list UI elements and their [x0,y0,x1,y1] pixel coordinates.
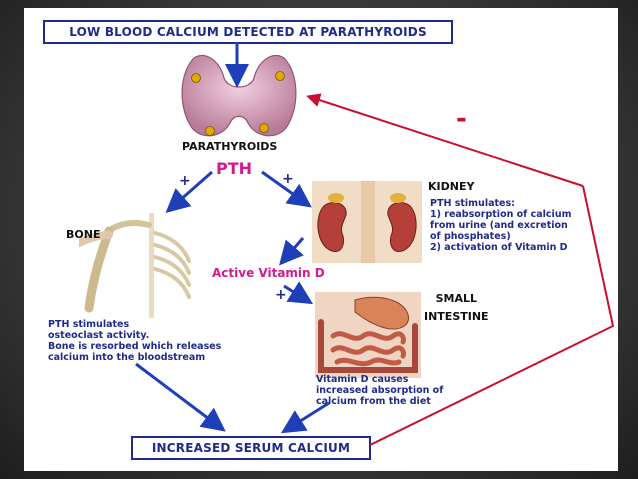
title-box: LOW BLOOD CALCIUM DETECTED AT PARATHYROI… [43,20,453,44]
bone-text-line: PTH stimulates [48,319,130,330]
kidney-text-line: 1) reabsorption of calcium [430,209,572,220]
arrow-vitamin-to-intestine [283,281,314,305]
feedback-line [369,185,615,446]
bone-text-line: calcium into the bloodstream [48,352,206,363]
bone-label: BONE [66,228,101,241]
kidney-image [312,181,422,263]
small-intestine-label-line1: SMALL [435,292,477,305]
negative-feedback-sign: - [456,104,467,134]
arrows-layer [135,42,615,446]
active-vitamin-d-label: Active Vitamin D [212,266,325,280]
bone-description: PTH stimulates osteoclast activity. Bone… [48,319,221,363]
plus-sign-bone: + [179,173,191,189]
kidney-text-line: from urine (and excretion [430,220,568,231]
diagram-slide: LOW BLOOD CALCIUM DETECTED AT PARATHYROI… [24,8,618,471]
kidney-text-line: 2) activation of Vitamin D [430,242,568,253]
arrow-intestine-to-result [280,401,330,434]
pth-label: PTH [216,159,253,178]
intestine-text-line: calcium from the diet [316,396,431,407]
title-text: LOW BLOOD CALCIUM DETECTED AT PARATHYROI… [69,25,427,39]
result-box: INCREASED SERUM CALCIUM [131,436,371,460]
parathyroids-label: PARATHYROIDS [182,140,278,153]
bone-text-line: Bone is resorbed which releases [48,341,222,352]
small-intestine-image [315,292,421,378]
arrow-bone-to-result [135,362,226,432]
feedback-arrow [306,93,584,187]
kidney-description: PTH stimulates: 1) reabsorption of calci… [430,198,571,253]
bone-skeleton-image [79,213,199,318]
intestine-text-line: Vitamin D causes [316,374,409,385]
kidney-text-line: PTH stimulates: [430,198,515,209]
small-intestine-label-line2: INTESTINE [424,310,489,323]
arrow-pth-to-bone [165,170,213,213]
bone-text-line: osteoclast activity. [48,330,150,341]
result-text: INCREASED SERUM CALCIUM [151,441,351,455]
kidney-text-line: of phosphates) [430,231,511,242]
arrow-kidney-to-vitamin [279,237,305,266]
plus-sign-intestine: + [275,287,287,303]
intestine-description: Vitamin D causes increased absorption of… [316,374,443,407]
plus-sign-kidney: + [282,171,294,187]
intestine-text-line: increased absorption of [316,385,444,396]
kidney-label: KIDNEY [428,180,475,193]
small-intestine-label: SMALL INTESTINE [424,290,489,326]
arrow-pth-to-kidney [261,170,312,208]
